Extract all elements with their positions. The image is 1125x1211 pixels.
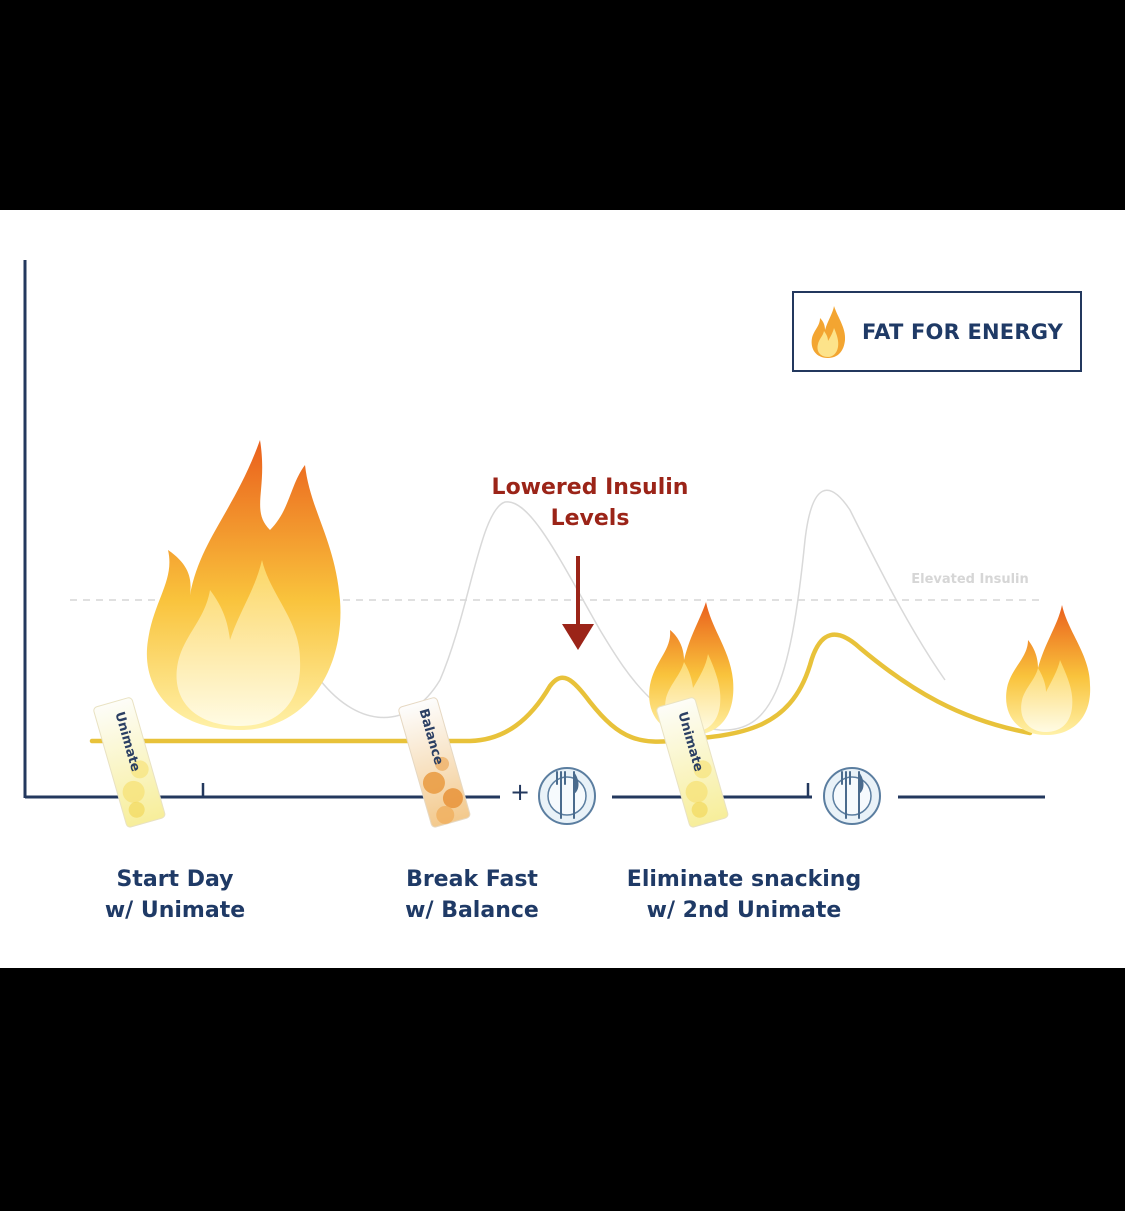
- step-line-2: w/ Unimate: [104, 898, 246, 923]
- down-arrow-icon: [562, 556, 594, 650]
- plate-fork-knife-icon-2: [823, 767, 881, 825]
- diagram-panel: +: [0, 210, 1125, 968]
- unimate-stick-pack-1: Unimate: [93, 697, 166, 828]
- annotation-line-1: Lowered Insulin: [491, 475, 689, 500]
- elevated-insulin-label: Elevated Insulin: [911, 572, 1029, 587]
- large-flame-icon: [146, 440, 341, 730]
- lowered-insulin-annotation: Lowered Insulin Levels: [470, 472, 710, 534]
- timeline-axis: [25, 783, 1045, 799]
- legend-label: FAT FOR ENERGY: [862, 319, 1064, 344]
- step-line-2: w/ 2nd Unimate: [646, 898, 842, 923]
- step-break-fast: Break Fast w/ Balance: [372, 864, 572, 926]
- step-start-day: Start Day w/ Unimate: [75, 864, 275, 926]
- annotation-line-2: Levels: [550, 506, 630, 531]
- step-line-1: Break Fast: [406, 867, 538, 892]
- balance-stick-pack: Balance: [398, 697, 471, 828]
- plate-fork-knife-icon: [538, 767, 596, 825]
- small-flame-icon: [1006, 605, 1091, 735]
- insulin-diagram: +: [23, 260, 1091, 828]
- step-eliminate-snacking: Eliminate snacking w/ 2nd Unimate: [614, 864, 874, 926]
- unimate-stick-pack-2: Unimate: [656, 697, 729, 828]
- lowered-insulin-curve: [89, 632, 1033, 744]
- flame-icon: [811, 305, 846, 358]
- step-line-1: Start Day: [116, 867, 234, 892]
- plus-sign: +: [510, 778, 530, 806]
- elevated-insulin-curve: [319, 489, 946, 731]
- step-line-2: w/ Balance: [405, 898, 539, 923]
- legend-box: FAT FOR ENERGY: [792, 291, 1082, 372]
- step-line-1: Eliminate snacking: [626, 867, 862, 892]
